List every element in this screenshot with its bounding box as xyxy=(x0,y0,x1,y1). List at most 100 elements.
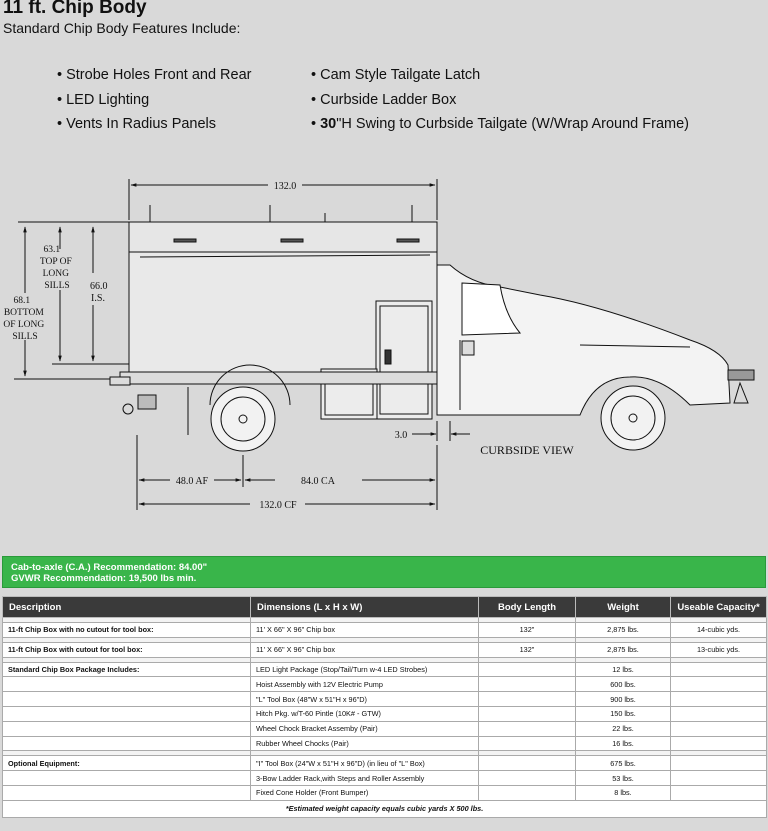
feature-item: • Strobe Holes Front and Rear xyxy=(57,67,252,83)
feature-rest: "H Swing to Curbside Tailgate (W/Wrap Ar… xyxy=(336,116,690,132)
dim-line: I.S. xyxy=(91,293,105,304)
cell-weight: 22 lbs. xyxy=(575,720,671,737)
cell-body-length xyxy=(478,735,576,752)
cell-dimensions: "I" Tool Box (24"W x 51"H x 96"D) (in li… xyxy=(250,755,479,772)
cell-dimensions: 11' X 66" X 96" Chip box xyxy=(250,622,479,638)
table-row: Optional Equipment:"I" Tool Box (24"W x … xyxy=(2,755,767,772)
spec-table: Description Dimensions (L x H x W) Body … xyxy=(2,596,767,818)
dim-top-long-sills: 63.1 TOP OF LONG SILLS xyxy=(40,245,74,291)
header-body-length: Body Length xyxy=(478,596,576,618)
cell-description xyxy=(2,770,251,786)
table-row: 11-ft Chip Box with cutout for tool box:… xyxy=(2,641,767,658)
dim-ca: 84.0 CA xyxy=(301,476,336,487)
dim-gap: 3.0 xyxy=(395,430,408,441)
cell-description: Standard Chip Box Package Includes: xyxy=(2,661,251,678)
ca-recommendation: Cab-to-axle (C.A.) Recommendation: 84.00… xyxy=(11,562,208,573)
cell-dimensions: Fixed Cone Holder (Front Bumper) xyxy=(250,784,479,801)
table-spacer-row xyxy=(2,656,767,663)
cell-weight: 16 lbs. xyxy=(575,735,671,752)
cell-weight: 53 lbs. xyxy=(575,770,671,786)
spacer-cell xyxy=(670,750,767,757)
table-spacer-row xyxy=(2,636,767,643)
cell-capacity xyxy=(670,705,767,722)
spacer-cell xyxy=(670,617,767,623)
cell-dimensions: Rubber Wheel Chocks (Pair) xyxy=(250,735,479,752)
dim-line: 63.1 xyxy=(44,245,61,255)
page-subtitle: Standard Chip Body Features Include: xyxy=(3,20,241,36)
cell-body-length xyxy=(478,770,576,786)
cell-capacity xyxy=(670,676,767,693)
feature-prefix: • xyxy=(311,116,321,132)
cell-body-length xyxy=(478,676,576,693)
dim-af: 48.0 AF xyxy=(176,476,209,487)
cell-weight: 2,875 lbs. xyxy=(575,641,671,658)
cell-capacity xyxy=(670,755,767,772)
dim-is: 66.0 I.S. xyxy=(90,281,110,304)
cell-body-length xyxy=(478,784,576,801)
cell-dimensions: Hitch Pkg. w/T-60 Pintle (10K# - GTW) xyxy=(250,705,479,722)
cell-capacity xyxy=(670,661,767,678)
cell-weight: 2,875 lbs. xyxy=(575,622,671,638)
feature-bold-value: 30 xyxy=(320,116,337,132)
cell-description xyxy=(2,735,251,752)
page-title: 11 ft. Chip Body xyxy=(3,0,147,18)
cell-capacity: 13-cubic yds. xyxy=(670,641,767,658)
chip-body-drawing: 132.0 63.1 TOP OF LONG SILLS 66.0 I.S. 6… xyxy=(3,179,755,511)
gvwr-recommendation: GVWR Recommendation: 19,500 lbs min. xyxy=(11,573,197,584)
header-weight: Weight xyxy=(575,596,671,618)
dim-bottom-long-sills: 68.1 BOTTOM OF LONG SILLS xyxy=(3,296,46,342)
table-row: Wheel Chock Bracket Assemby (Pair) 22 lbs… xyxy=(2,720,767,737)
cell-body-length xyxy=(478,661,576,678)
feature-item-tailgate: • 30"H Swing to Curbside Tailgate (W/Wra… xyxy=(311,112,689,137)
cell-description xyxy=(2,784,251,801)
table-header-row: Description Dimensions (L x H x W) Body … xyxy=(2,596,767,618)
cell-description xyxy=(2,705,251,722)
cell-body-length xyxy=(478,755,576,772)
feature-list-right: • Cam Style Tailgate Latch • Curbside La… xyxy=(311,63,689,137)
table-row: Rubber Wheel Chocks (Pair) 16 lbs. xyxy=(2,735,767,752)
dim-line: 66.0 xyxy=(90,281,108,292)
cell-dimensions: LED Light Package (Stop/Tail/Turn w-4 LE… xyxy=(250,661,479,678)
cell-body-length xyxy=(478,705,576,722)
spacer-cell xyxy=(670,656,767,663)
cell-capacity: 14-cubic yds. xyxy=(670,622,767,638)
cell-description: 11-ft Chip Box with cutout for tool box: xyxy=(2,641,251,658)
table-row: "L" Tool Box (48"W x 51"H x 96"D) 900 lbs… xyxy=(2,691,767,707)
dim-cf: 132.0 CF xyxy=(259,500,297,511)
table-row: 11-ft Chip Box with no cutout for tool b… xyxy=(2,622,767,638)
table-row: 3-Bow Ladder Rack,with Steps and Roller … xyxy=(2,770,767,786)
feature-item: • LED Lighting xyxy=(57,91,150,108)
dim-line: SILLS xyxy=(12,332,37,342)
dim-line: LONG xyxy=(43,269,70,279)
cell-dimensions: Hoist Assembly with 12V Electric Pump xyxy=(250,676,479,693)
cell-weight: 150 lbs. xyxy=(575,705,671,722)
cell-weight: 675 lbs. xyxy=(575,755,671,772)
cell-dimensions: Wheel Chock Bracket Assemby (Pair) xyxy=(250,720,479,737)
cell-description: 11-ft Chip Box with no cutout for tool b… xyxy=(2,622,251,638)
table-row: Standard Chip Box Package Includes:LED L… xyxy=(2,661,767,678)
cell-description xyxy=(2,691,251,707)
cell-capacity xyxy=(670,691,767,707)
spacer-cell xyxy=(670,636,767,643)
cell-description xyxy=(2,676,251,693)
cell-weight: 900 lbs. xyxy=(575,691,671,707)
cell-weight: 600 lbs. xyxy=(575,676,671,693)
cell-weight: 12 lbs. xyxy=(575,661,671,678)
cell-capacity xyxy=(670,784,767,801)
dim-line: BOTTOM xyxy=(4,308,44,318)
table-row: Hitch Pkg. w/T-60 Pintle (10K# - GTW) 150… xyxy=(2,705,767,722)
header-dimensions: Dimensions (L x H x W) xyxy=(250,596,479,618)
cell-body-length xyxy=(478,691,576,707)
cell-description: Optional Equipment: xyxy=(2,755,251,772)
cell-body-length xyxy=(478,720,576,737)
feature-list-left: • Strobe Holes Front and Rear • LED Ligh… xyxy=(57,63,251,137)
dim-line: SILLS xyxy=(44,281,69,291)
header-description: Description xyxy=(2,596,251,618)
spec-table-body: 11-ft Chip Box with no cutout for tool b… xyxy=(2,617,767,818)
cell-body-length: 132" xyxy=(478,641,576,658)
table-spacer-row xyxy=(2,617,767,623)
view-label: CURBSIDE VIEW xyxy=(480,443,574,457)
cell-dimensions: "L" Tool Box (48"W x 51"H x 96"D) xyxy=(250,691,479,707)
feature-item: • Vents In Radius Panels xyxy=(57,116,217,132)
cell-capacity xyxy=(670,770,767,786)
